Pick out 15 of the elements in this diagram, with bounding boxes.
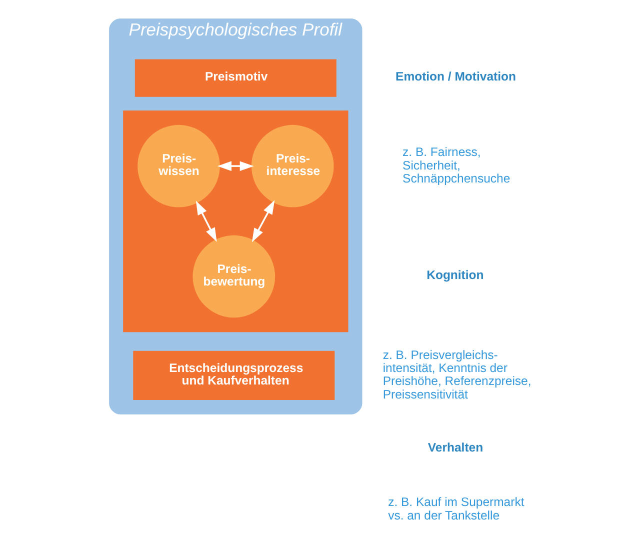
node-box: Entscheidungsprozess und Kaufverhalten [132, 350, 334, 400]
label: z. B. Fairness, Sicherheit, Schnäppchensuche [402, 145, 510, 186]
label: z. B. Kauf im Supermarkt vs. an der Tankstelle [388, 495, 524, 522]
label: Emotion / Motivation [395, 69, 516, 84]
node-circle: Preis- wissen [137, 124, 220, 208]
node-box: Preismotiv [134, 59, 336, 97]
label: z. B. Preisvergleichs- intensität, Kenntnis der Preishöhe, Referenzpreise, Preissensitivität [382, 348, 531, 402]
label: Verhalten [427, 440, 483, 454]
node-circle: Preis- bewertung [192, 235, 275, 318]
arrow [251, 200, 274, 242]
arrow [216, 161, 254, 171]
node-circle: Preis- interesse [250, 124, 334, 208]
arrow [195, 200, 216, 242]
label: Kognition [426, 268, 484, 282]
cluster [122, 110, 348, 332]
